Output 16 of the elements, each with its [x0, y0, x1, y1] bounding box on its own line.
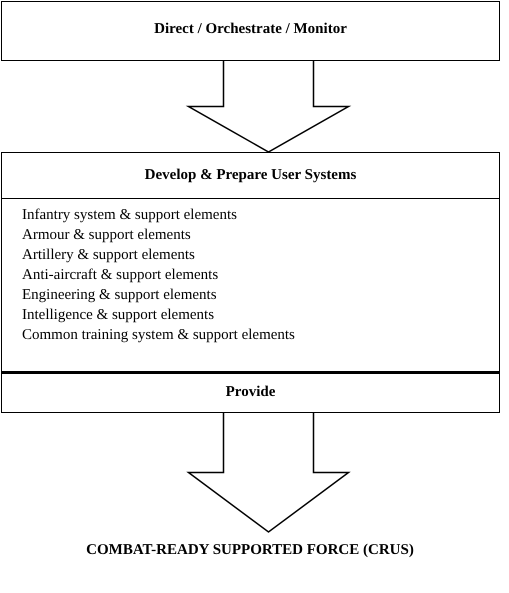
block-arrow — [186, 60, 352, 153]
block-arrow — [186, 412, 351, 533]
box-heading: Provide — [224, 383, 276, 402]
list-item: Armour & support elements — [21, 226, 192, 245]
list-item: Engineering & support elements — [21, 286, 218, 305]
list-item: Artillery & support elements — [21, 246, 196, 265]
process-box — [1, 152, 500, 374]
list-item: Anti-aircraft & support elements — [21, 266, 220, 285]
process-box — [1, 371, 500, 413]
list-item: Common training system & support elements — [21, 326, 296, 345]
process-box — [1, 1, 500, 61]
box-heading: Direct / Orchestrate / Monitor — [153, 20, 348, 39]
list-item: Infantry system & support elements — [21, 206, 238, 225]
box-heading: Develop & Prepare User Systems — [2, 153, 499, 199]
result-label: COMBAT-READY SUPPORTED FORCE (CRUS) — [85, 541, 415, 560]
list-item: Intelligence & support elements — [21, 306, 216, 325]
